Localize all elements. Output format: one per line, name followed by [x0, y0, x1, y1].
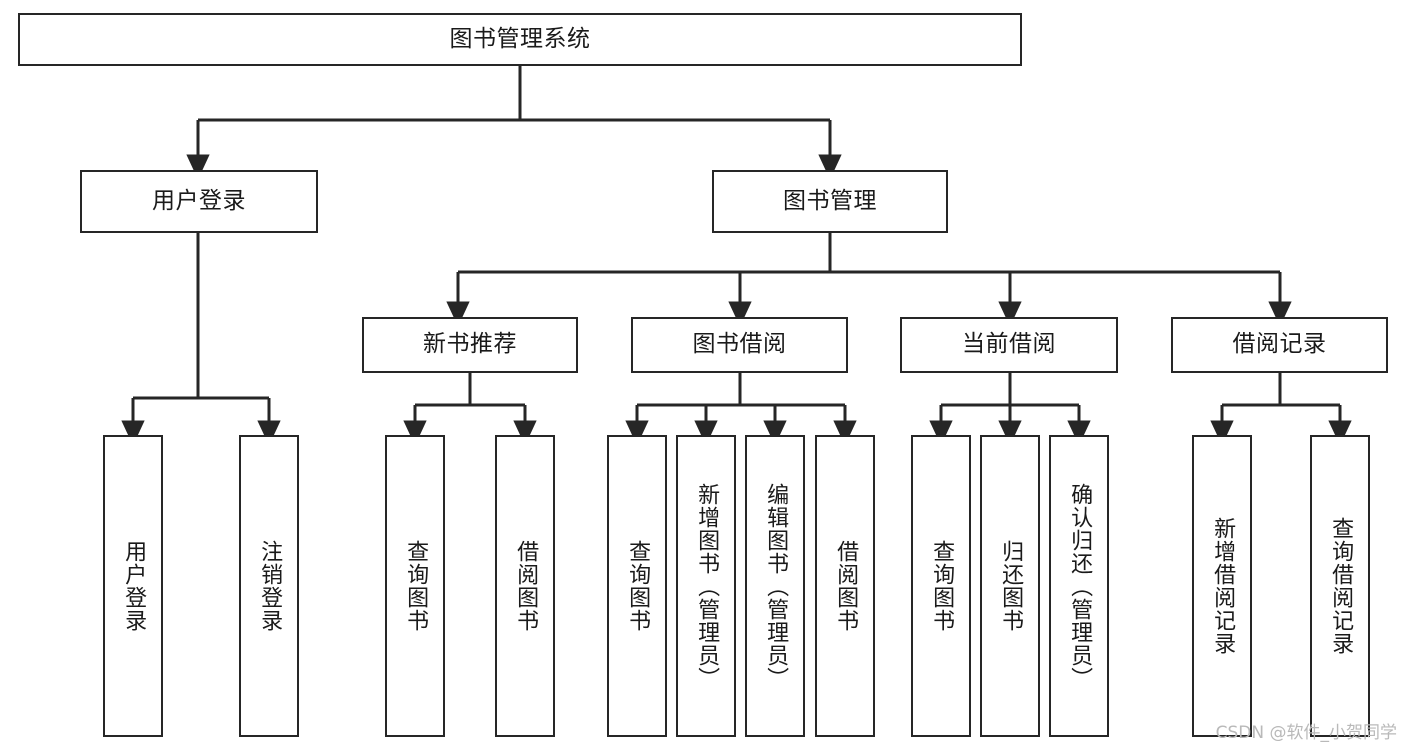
leaf-book-borrow-1-label: 新增图书（管理员）: [694, 482, 720, 690]
node-book-borrow[interactable]: 图书借阅: [631, 317, 848, 373]
node-root-label: 图书管理系统: [449, 25, 591, 52]
leaf-book-borrow-1[interactable]: 新增图书（管理员）: [676, 435, 736, 737]
leaf-book-borrow-3[interactable]: 借阅图书: [815, 435, 875, 737]
leaf-borrow-record-0[interactable]: 新增借阅记录: [1192, 435, 1252, 737]
node-book-borrow-label: 图书借阅: [692, 331, 787, 358]
node-current-borrow[interactable]: 当前借阅: [900, 317, 1118, 373]
leaf-book-borrow-2-label: 编辑图书（管理员）: [763, 482, 789, 690]
node-borrow-record[interactable]: 借阅记录: [1171, 317, 1388, 373]
leaf-book-borrow-2[interactable]: 编辑图书（管理员）: [745, 435, 805, 737]
leaf-borrow-record-1-label: 查询借阅记录: [1328, 517, 1354, 655]
leaf-user-login-0[interactable]: 用户登录: [103, 435, 163, 737]
node-new-book-recommend[interactable]: 新书推荐: [362, 317, 578, 373]
leaf-current-borrow-2-label: 确认归还（管理员）: [1067, 482, 1093, 690]
leaf-user-login-0-label: 用户登录: [121, 540, 147, 632]
leaf-user-login-1[interactable]: 注销登录: [239, 435, 299, 737]
leaf-new-book-0-label: 查询图书: [403, 540, 429, 632]
node-borrow-record-label: 借阅记录: [1232, 331, 1327, 358]
leaf-current-borrow-0[interactable]: 查询图书: [911, 435, 971, 737]
leaf-new-book-0[interactable]: 查询图书: [385, 435, 445, 737]
leaf-new-book-1-label: 借阅图书: [513, 540, 539, 632]
leaf-user-login-1-label: 注销登录: [257, 540, 283, 632]
node-user-login[interactable]: 用户登录: [80, 170, 318, 233]
leaf-borrow-record-0-label: 新增借阅记录: [1210, 517, 1236, 655]
node-current-borrow-label: 当前借阅: [962, 331, 1056, 358]
leaf-current-borrow-0-label: 查询图书: [929, 540, 955, 632]
node-user-login-label: 用户登录: [152, 187, 246, 214]
node-book-manage-label: 图书管理: [783, 187, 877, 214]
node-root[interactable]: 图书管理系统: [18, 13, 1022, 66]
node-book-manage[interactable]: 图书管理: [712, 170, 948, 233]
leaf-book-borrow-0-label: 查询图书: [625, 540, 651, 632]
csdn-watermark: CSDN @软件_小贺同学: [1215, 723, 1397, 743]
leaf-book-borrow-0[interactable]: 查询图书: [607, 435, 667, 737]
leaf-book-borrow-3-label: 借阅图书: [833, 540, 859, 632]
leaf-current-borrow-2[interactable]: 确认归还（管理员）: [1049, 435, 1109, 737]
leaf-current-borrow-1-label: 归还图书: [998, 540, 1024, 632]
leaf-borrow-record-1[interactable]: 查询借阅记录: [1310, 435, 1370, 737]
leaf-current-borrow-1[interactable]: 归还图书: [980, 435, 1040, 737]
leaf-new-book-1[interactable]: 借阅图书: [495, 435, 555, 737]
node-new-book-recommend-label: 新书推荐: [423, 331, 517, 358]
